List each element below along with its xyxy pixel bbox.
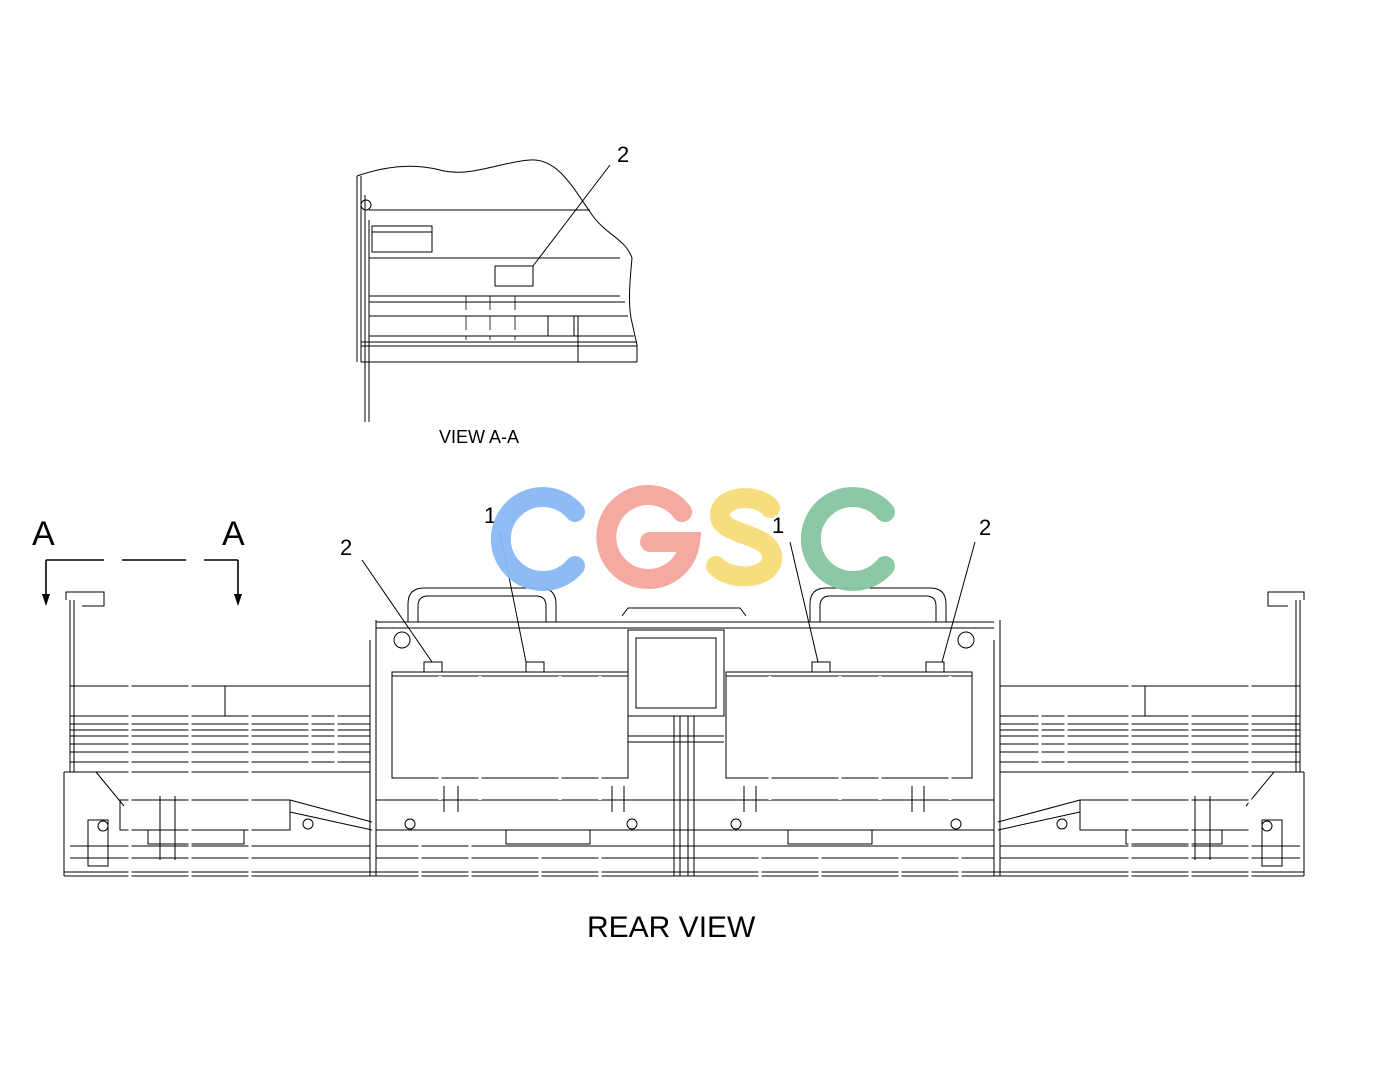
section-letter-right: A — [222, 515, 245, 553]
left-battery-terminal-1 — [525, 661, 545, 673]
rear-view-label: REAR VIEW — [587, 911, 756, 944]
right-battery-terminal-2 — [925, 661, 945, 673]
rear-callout-right-inner: 1 — [772, 513, 784, 538]
line-break-gaps — [128, 640, 1252, 880]
rear-callout-right-outer: 2 — [979, 515, 991, 540]
right-battery-terminal-1 — [811, 661, 831, 673]
rear-callout-left-outer: 2 — [340, 535, 352, 560]
cgsc-watermark-logo — [490, 485, 895, 591]
section-arrow-left-icon — [42, 594, 50, 606]
view-aa-callout-2: 2 — [617, 142, 629, 167]
section-arrow-right-icon — [234, 594, 242, 606]
view-aa-drawing — [356, 159, 638, 422]
left-battery-terminal-2 — [423, 661, 443, 673]
section-line-aa — [42, 559, 242, 606]
view-aa-label: VIEW A-A — [439, 427, 519, 447]
rear-view-drawing — [63, 531, 1305, 877]
rear-callout-left-inner: 1 — [484, 503, 496, 528]
section-letter-left: A — [32, 515, 55, 553]
